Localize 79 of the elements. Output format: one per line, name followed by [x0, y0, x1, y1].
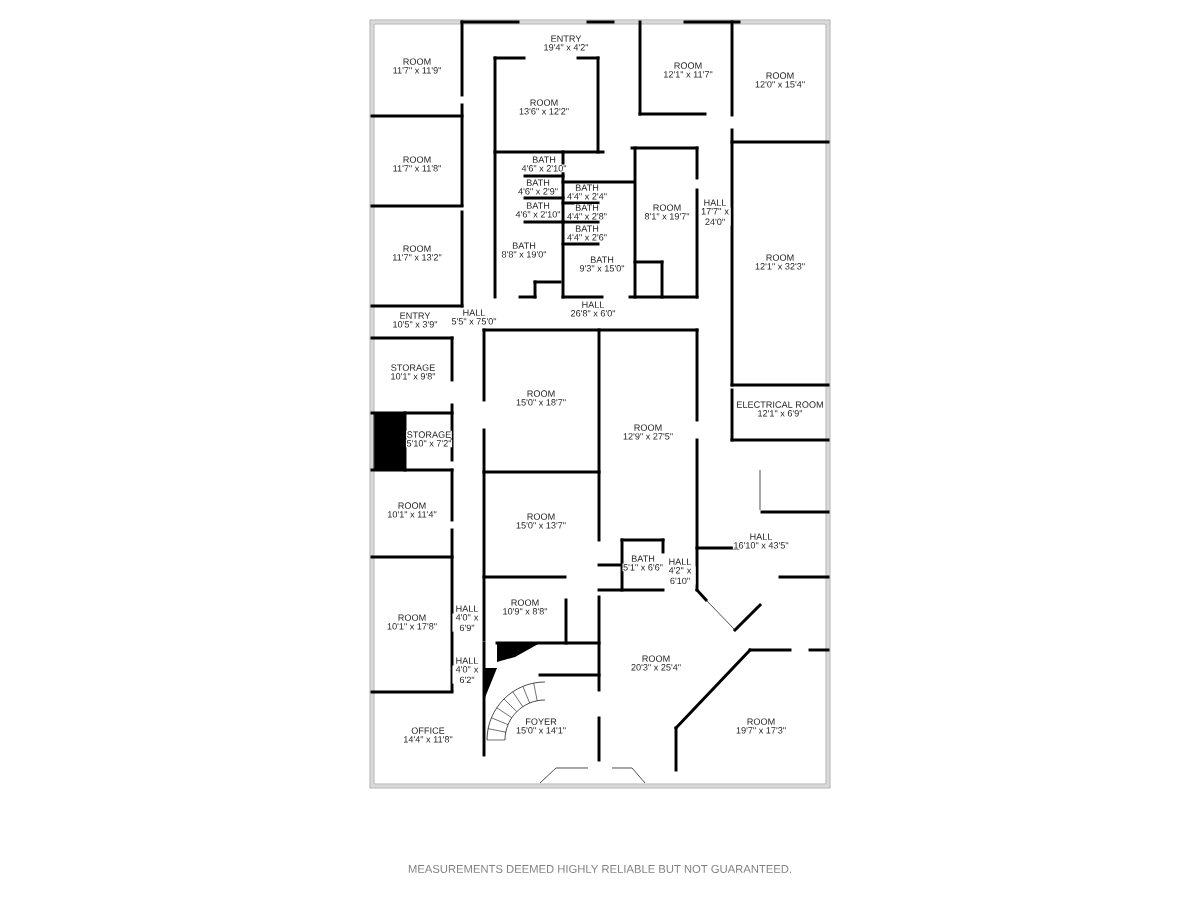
room-name: ROOM [397, 613, 427, 622]
room-name: STORAGE [406, 430, 452, 439]
room-dimensions: 4'4" x 2'6" [566, 233, 608, 242]
room-dimensions: 12'9" x 27'5" [622, 432, 674, 441]
room-dimensions: 12'0" x 15'4" [754, 80, 806, 89]
room-name: OFFICE [410, 726, 446, 735]
room-dimensions: 8'1" x 19'7" [643, 212, 691, 221]
room-dimensions: 10'9" x 8'8" [501, 607, 549, 616]
room-dimensions: 12'1" x 11'7" [662, 70, 714, 79]
room-name: ROOM [641, 654, 671, 663]
room-name: ROOM [510, 598, 540, 607]
room-name: ROOM [765, 253, 795, 262]
room-dimensions: 13'6" x 12'2" [518, 107, 570, 116]
room-dimensions: 4'0" x 6'9" [452, 613, 482, 632]
room-name: BATH [630, 555, 656, 563]
room-dimensions: 5'10" x 7'2" [405, 439, 453, 448]
room-dimensions: 10'1" x 17'8" [386, 622, 438, 631]
room-name: HALL [668, 558, 692, 566]
room-dimensions: 15'0" x 14'1" [515, 726, 567, 735]
room-name: STORAGE [390, 363, 436, 372]
room-dimensions: 5'5" x 75'0" [450, 317, 498, 326]
room-dimensions: 4'4" x 2'8" [566, 212, 608, 221]
room-name: HALL [455, 605, 479, 613]
room-dimensions: 15'0" x 18'7" [515, 398, 567, 407]
room-name: ROOM [673, 61, 703, 70]
room-name: BATH [525, 201, 551, 210]
room-name: BATH [511, 241, 537, 250]
room-name: BATH [525, 179, 551, 187]
room-name: ROOM [397, 501, 427, 510]
room-dimensions: 5'1" x 6'6" [622, 563, 664, 572]
room-dimensions: 19'7" x 17'3" [735, 726, 787, 735]
room-name: ROOM [526, 512, 556, 521]
room-dimensions: 15'0" x 13'7" [515, 521, 567, 530]
room-dimensions: 4'6" x 2'9" [517, 187, 559, 196]
room-name: FOYER [524, 717, 558, 726]
disclaimer-note: MEASUREMENTS DEEMED HIGHLY RELIABLE BUT NOT GUARANTEED. [408, 865, 791, 873]
room-name: HALL [455, 657, 479, 665]
room-dimensions: 19'4" x 4'2" [542, 43, 590, 52]
room-name: HALL [462, 309, 486, 317]
room-dimensions: 16'10" x 43'5" [732, 541, 790, 550]
room-name: ROOM [526, 389, 556, 398]
room-dimensions: 10'1" x 11'4" [386, 510, 438, 519]
room-name: ELECTRICAL ROOM [735, 400, 825, 409]
room-dimensions: 11'7" x 13'2" [391, 253, 443, 262]
room-name: ROOM [529, 98, 559, 107]
room-dimensions: 14'4" x 11'8" [402, 735, 454, 744]
room-name: ROOM [652, 203, 682, 212]
room-dimensions: 9'3" x 15'0" [578, 264, 626, 273]
room-dimensions: 4'0" x 6'2" [452, 665, 482, 684]
room-dimensions: 11'7" x 11'8" [392, 164, 442, 173]
room-dimensions: 8'8" x 19'0" [500, 250, 548, 259]
room-name: HALL [703, 199, 727, 207]
room-name: ROOM [402, 57, 432, 66]
room-dimensions: 4'4" x 2'4" [566, 192, 608, 201]
room-dimensions: 17'7" x 24'0" [699, 207, 731, 226]
room-name: ENTRY [550, 35, 582, 43]
room-name: ROOM [746, 717, 776, 726]
room-name: BATH [589, 256, 615, 264]
room-dimensions: 12'1" x 6'9" [756, 409, 804, 418]
room-name: BATH [574, 204, 600, 212]
room-dimensions: 4'6" x 2'10" [520, 164, 568, 173]
room-dimensions: 4'6" x 2'10" [514, 210, 562, 219]
room-name: ROOM [765, 71, 795, 80]
room-dimensions: 10'5" x 3'9" [391, 320, 439, 329]
room-dimensions: 26'8" x 6'0" [569, 309, 617, 318]
room-name: BATH [531, 156, 557, 164]
room-dimensions: 10'1" x 9'8" [389, 372, 437, 381]
room-name: ENTRY [399, 312, 431, 320]
room-name: ROOM [402, 155, 432, 164]
room-name: HALL [749, 533, 773, 541]
room-dimensions: 4'2" x 6'10" [664, 566, 696, 585]
room-name: HALL [581, 301, 605, 309]
room-dimensions: 11'7" x 11'9" [392, 66, 442, 75]
room-name: BATH [574, 184, 600, 192]
room-name: ROOM [633, 423, 663, 432]
room-name: BATH [574, 225, 600, 233]
room-dimensions: 20'3" x 25'4" [630, 663, 682, 672]
room-name: ROOM [402, 244, 432, 253]
room-dimensions: 12'1" x 32'3" [754, 262, 806, 271]
